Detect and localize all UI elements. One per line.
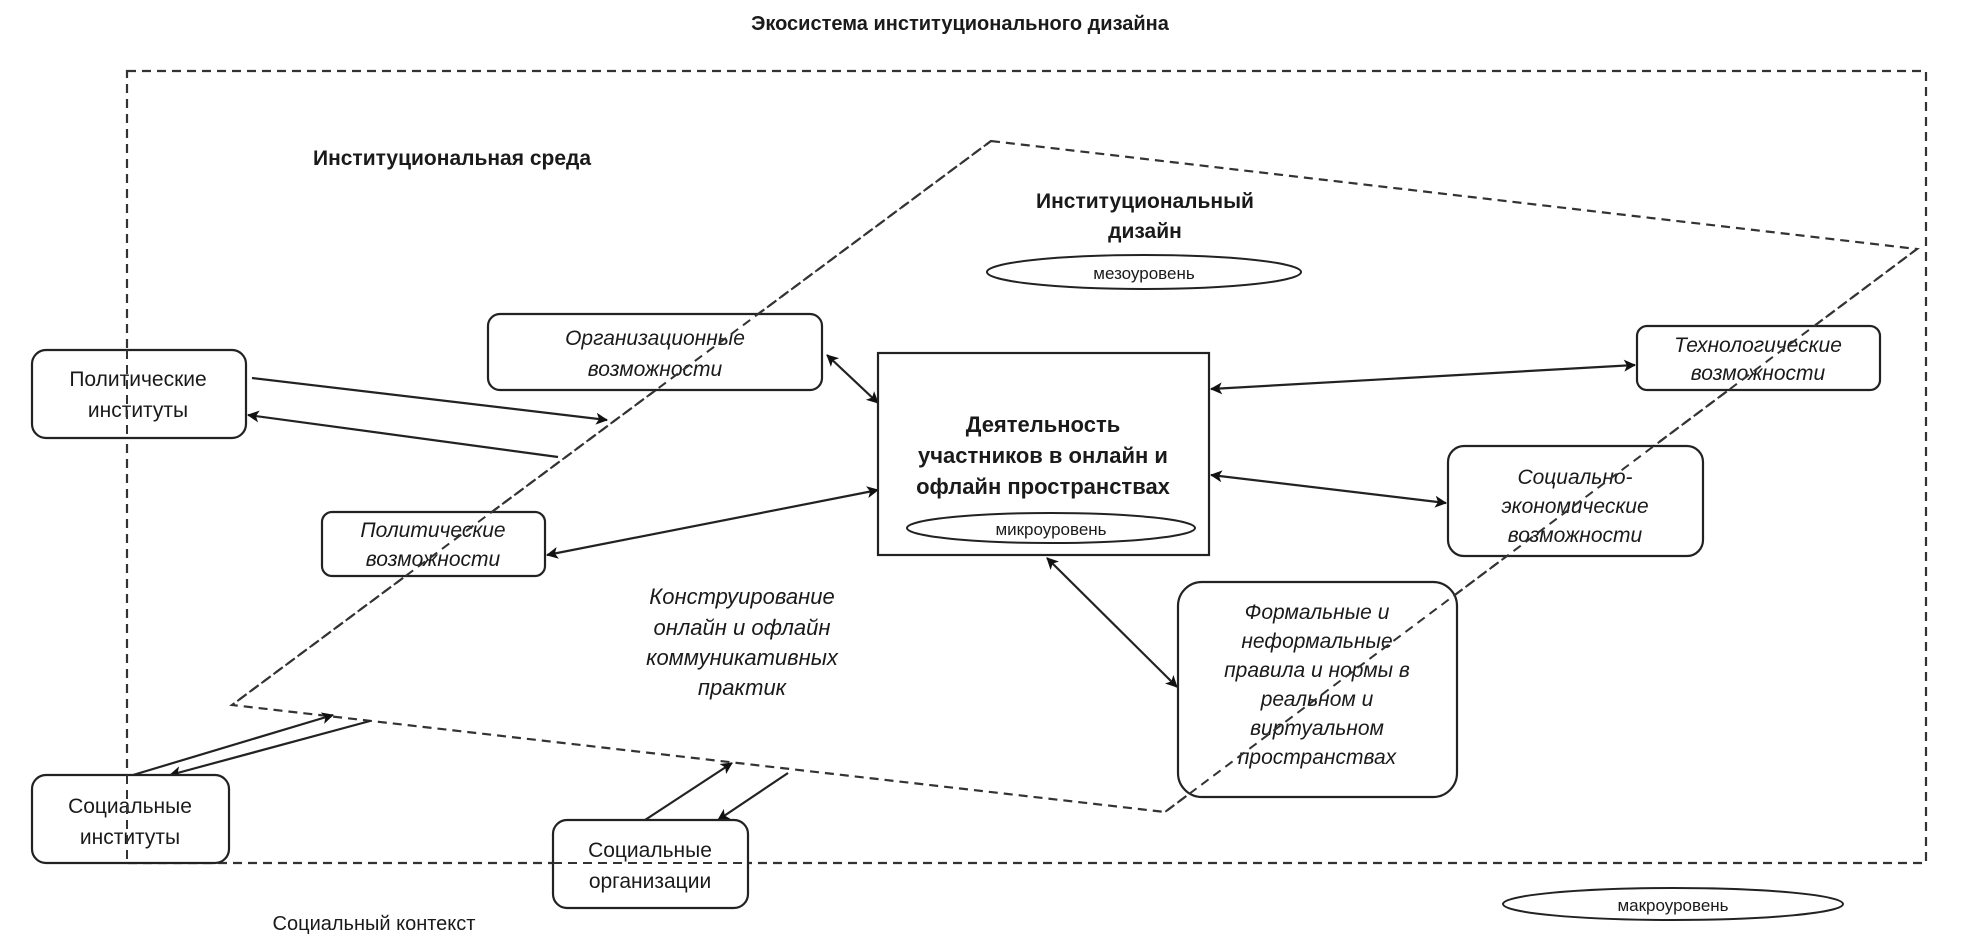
- diagram-title: Экосистема институционального дизайна: [751, 13, 1170, 35]
- node-rules-norms[interactable]: Формальные и неформальные правила и норм…: [1176, 580, 1459, 799]
- social-institutes-line1: Социальные: [68, 795, 192, 818]
- construction-line2: онлайн и офлайн: [654, 615, 831, 640]
- construction-practices-label: Конструирование онлайн и офлайн коммуник…: [646, 584, 839, 700]
- edge-center-rules-norms: [1046, 557, 1178, 688]
- org-opportunities-line2: возможности: [588, 358, 723, 381]
- edges: [132, 354, 1636, 821]
- node-center-activity[interactable]: Деятельность участников в онлайн и офлай…: [876, 351, 1211, 557]
- rules-norms-line6: пространствах: [1238, 746, 1398, 769]
- political-institutes-box[interactable]: [30, 348, 248, 440]
- org-opportunities-box[interactable]: [486, 312, 824, 392]
- construction-line3: коммуникативных: [646, 645, 839, 670]
- meso-level-label: мезоуровень: [1093, 264, 1195, 283]
- social-organizations-line2: организации: [589, 870, 711, 893]
- tech-opportunities-line2: возможности: [1691, 362, 1826, 385]
- design-boundary-overlay: [231, 140, 992, 706]
- rules-norms-line5: виртуальном: [1250, 717, 1384, 740]
- rules-norms-line1: Формальные и: [1245, 601, 1390, 624]
- edge-design-to-social-institutes: [169, 719, 371, 778]
- tech-opportunities-line1: Технологические: [1674, 334, 1842, 357]
- node-social-organizations[interactable]: Социальные организации: [551, 818, 750, 910]
- institutional-design-label-line1: Институциональный: [1036, 190, 1254, 213]
- node-social-institutes[interactable]: Социальные институты: [30, 773, 231, 865]
- construction-line4: практик: [698, 675, 788, 700]
- social-institutes-box[interactable]: [30, 773, 231, 865]
- edge-center-org-opportunities: [826, 354, 879, 404]
- socioecon-opportunities-box[interactable]: [1446, 444, 1705, 558]
- socioecon-opportunities-line1: Социально-: [1517, 466, 1632, 489]
- political-opportunities-line1: Политические: [360, 519, 505, 542]
- center-activity-line1: Деятельность: [966, 412, 1121, 437]
- political-opportunities-box[interactable]: [320, 510, 547, 578]
- edge-center-tech-opportunities: [1210, 359, 1636, 395]
- micro-level-label: микроуровень: [995, 520, 1106, 539]
- edge-political-institutes-to-design: [251, 376, 608, 425]
- socioecon-opportunities-line2: экономические: [1501, 495, 1648, 518]
- political-institutes-line2: институты: [88, 399, 188, 422]
- institutional-environment-label: Институциональная среда: [313, 147, 591, 170]
- social-organizations-line1: Социальные: [588, 839, 712, 862]
- edge-design-to-social-organizations: [717, 772, 789, 821]
- edge-social-institutes-to-design: [132, 712, 334, 777]
- org-opportunities-line1: Организационные: [565, 327, 745, 350]
- institutional-environment-boundary: [125, 69, 1928, 865]
- construction-line1: Конструирование: [649, 584, 834, 609]
- political-opportunities-line2: возможности: [366, 548, 501, 571]
- design-boundary-overlay: [1164, 248, 1918, 813]
- micro-level-ellipse: [906, 512, 1196, 544]
- macro-level-label: макроуровень: [1617, 896, 1728, 915]
- rules-norms-box[interactable]: [1176, 580, 1459, 799]
- edge-center-political-opportunities: [546, 486, 879, 559]
- edge-design-to-political-institutes: [247, 410, 559, 459]
- social-institutes-line2: институты: [80, 826, 180, 849]
- meso-level-ellipse: [986, 254, 1302, 290]
- node-org-opportunities[interactable]: Организационные возможности: [486, 312, 824, 392]
- node-socioecon-opportunities[interactable]: Социально- экономические возможности: [1446, 444, 1705, 558]
- node-political-opportunities[interactable]: Политические возможности: [320, 510, 547, 578]
- node-political-institutes[interactable]: Политические институты: [30, 348, 248, 440]
- center-activity-line2: участников в онлайн и: [918, 443, 1168, 468]
- socioecon-opportunities-line3: возможности: [1508, 524, 1643, 547]
- political-institutes-line1: Политические: [69, 368, 206, 391]
- macro-level-ellipse: [1502, 887, 1844, 921]
- edge-center-socioecon-opportunities: [1210, 470, 1447, 508]
- edge-social-organizations-to-design: [644, 762, 733, 821]
- center-activity-line3: офлайн пространствах: [916, 474, 1171, 499]
- social-context-label: Социальный контекст: [273, 913, 476, 935]
- institutional-design-label-line2: дизайн: [1108, 220, 1182, 243]
- rules-norms-line2: неформальные: [1241, 630, 1392, 653]
- node-tech-opportunities[interactable]: Технологические возможности: [1635, 324, 1882, 392]
- rules-norms-line3: правила и нормы в: [1224, 659, 1410, 682]
- tech-opportunities-box[interactable]: [1635, 324, 1882, 392]
